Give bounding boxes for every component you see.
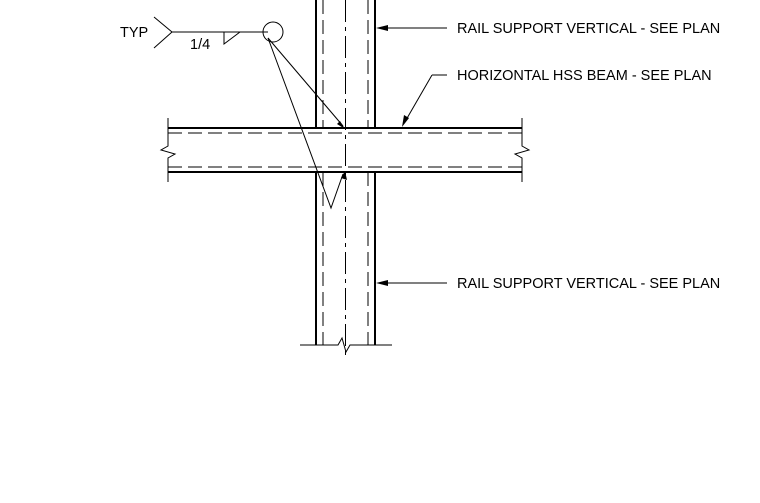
break-line-right	[513, 118, 531, 182]
weld-leader-upper	[267, 37, 344, 127]
callout-rail-support-top: RAIL SUPPORT VERTICAL - SEE PLAN	[376, 21, 720, 37]
break-line-bottom	[300, 336, 392, 354]
fillet-weld-icon	[223, 31, 241, 45]
weld-leader-lower	[267, 37, 344, 210]
label-rail-support-top: RAIL SUPPORT VERTICAL - SEE PLAN	[457, 21, 720, 37]
arrowhead-icon	[402, 115, 409, 127]
label-hss-beam: HORIZONTAL HSS BEAM - SEE PLAN	[457, 68, 712, 84]
arrowhead-icon	[376, 25, 388, 31]
callout-rail-support-bottom: RAIL SUPPORT VERTICAL - SEE PLAN	[376, 276, 720, 292]
weld-size: 1/4	[190, 37, 210, 53]
break-line-left	[159, 118, 177, 182]
weld-symbol: TYP 1/4	[120, 16, 347, 210]
weld-tail-note: TYP	[120, 25, 148, 41]
rail-support-vertical-top	[315, 0, 376, 128]
rail-support-vertical-bottom	[300, 172, 392, 354]
arrowhead-icon	[376, 280, 388, 286]
weld-all-around-icon	[262, 21, 284, 43]
callout-hss-beam: HORIZONTAL HSS BEAM - SEE PLAN	[402, 68, 712, 127]
label-rail-support-bottom: RAIL SUPPORT VERTICAL - SEE PLAN	[457, 276, 720, 292]
